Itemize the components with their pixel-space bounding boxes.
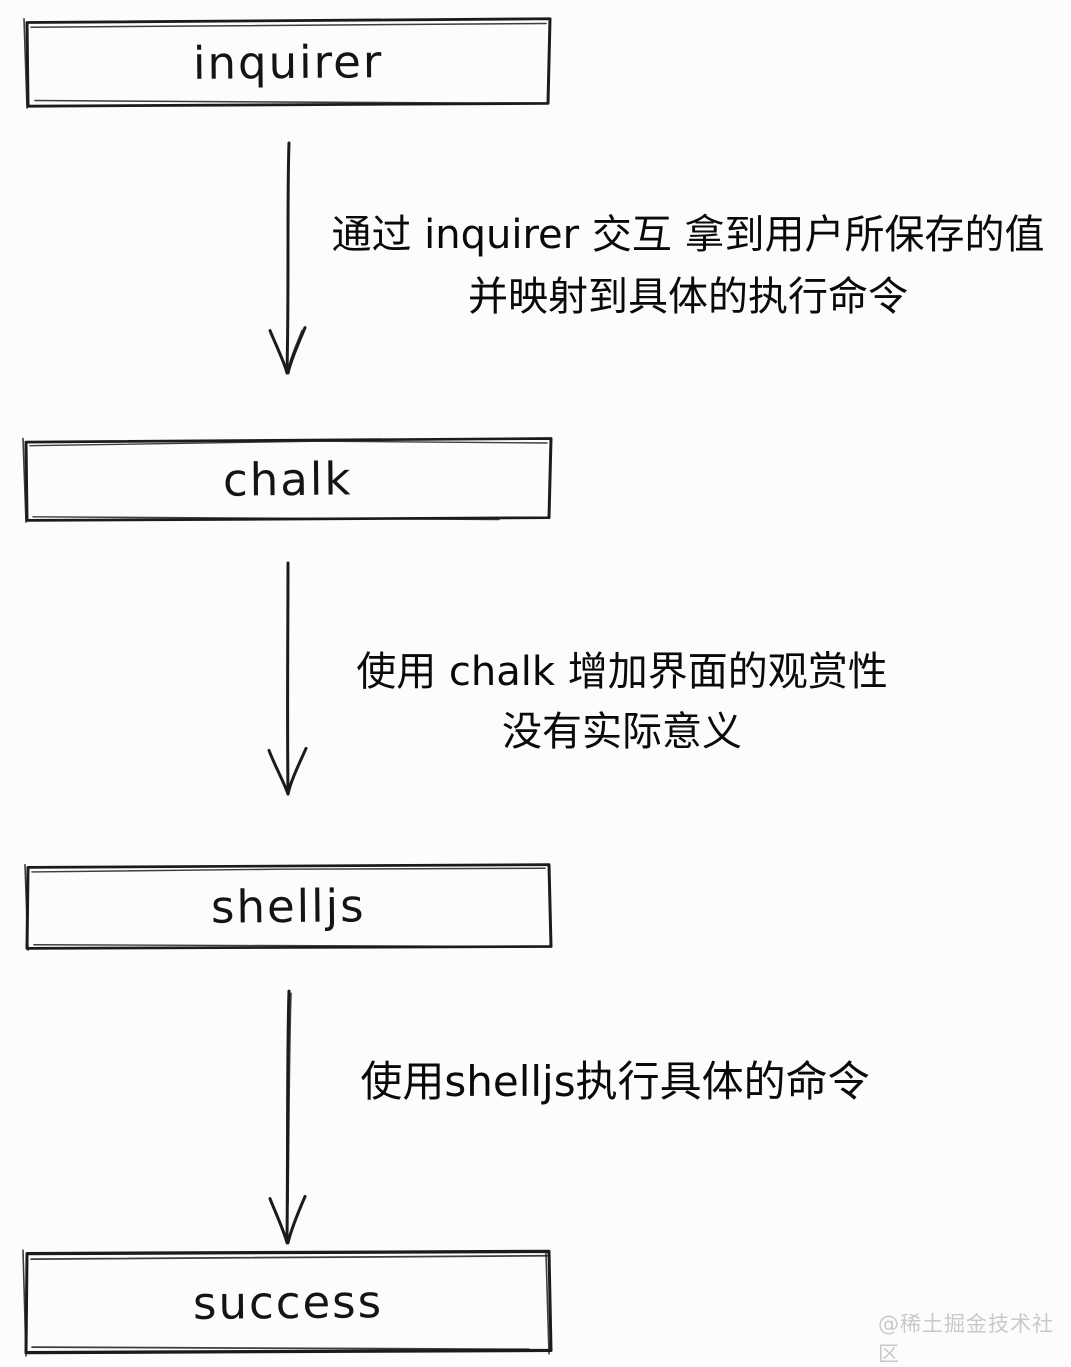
node-border-sketch	[22, 437, 553, 523]
down-arrow-icon	[268, 989, 307, 1245]
node-label-inquirer: inquirer	[192, 34, 384, 90]
node-shelljs: shelljs	[19, 861, 557, 952]
node-inquirer: inquirer	[19, 15, 557, 109]
edge-label-chalk-shelljs: 使用 chalk 增加界面的观赏性 没有实际意义	[325, 642, 919, 762]
node-label-chalk: chalk	[223, 451, 353, 507]
node-border-sketch	[22, 1249, 553, 1357]
node-border-sketch	[24, 863, 553, 951]
node-border-sketch	[23, 17, 552, 109]
watermark: @稀土掘金技术社区	[878, 1312, 1054, 1366]
edge-label-line: 使用 chalk 增加界面的观赏性	[356, 649, 888, 695]
node-chalk: chalk	[19, 434, 557, 524]
node-label-success: success	[192, 1274, 384, 1330]
edge-label-line: 通过 inquirer 交互 拿到用户所保存的值	[331, 212, 1045, 258]
arrow-shelljs-to-success	[258, 988, 318, 1246]
edge-label-line: 使用shelljs执行具体的命令	[360, 1057, 870, 1106]
node-label-shelljs: shelljs	[210, 879, 366, 934]
down-arrow-icon	[267, 561, 308, 796]
edge-label-shelljs-success: 使用shelljs执行具体的命令	[345, 1056, 885, 1108]
edge-label-line: 没有实际意义	[502, 709, 742, 755]
edge-label-line: 并映射到具体的执行命令	[468, 274, 908, 320]
arrow-inquirer-to-chalk	[258, 140, 318, 377]
down-arrow-icon	[268, 141, 307, 375]
node-success: success	[19, 1247, 557, 1357]
edge-label-inquirer-chalk: 通过 inquirer 交互 拿到用户所保存的值 并映射到具体的执行命令	[308, 204, 1068, 328]
arrow-chalk-to-shelljs	[258, 560, 318, 798]
